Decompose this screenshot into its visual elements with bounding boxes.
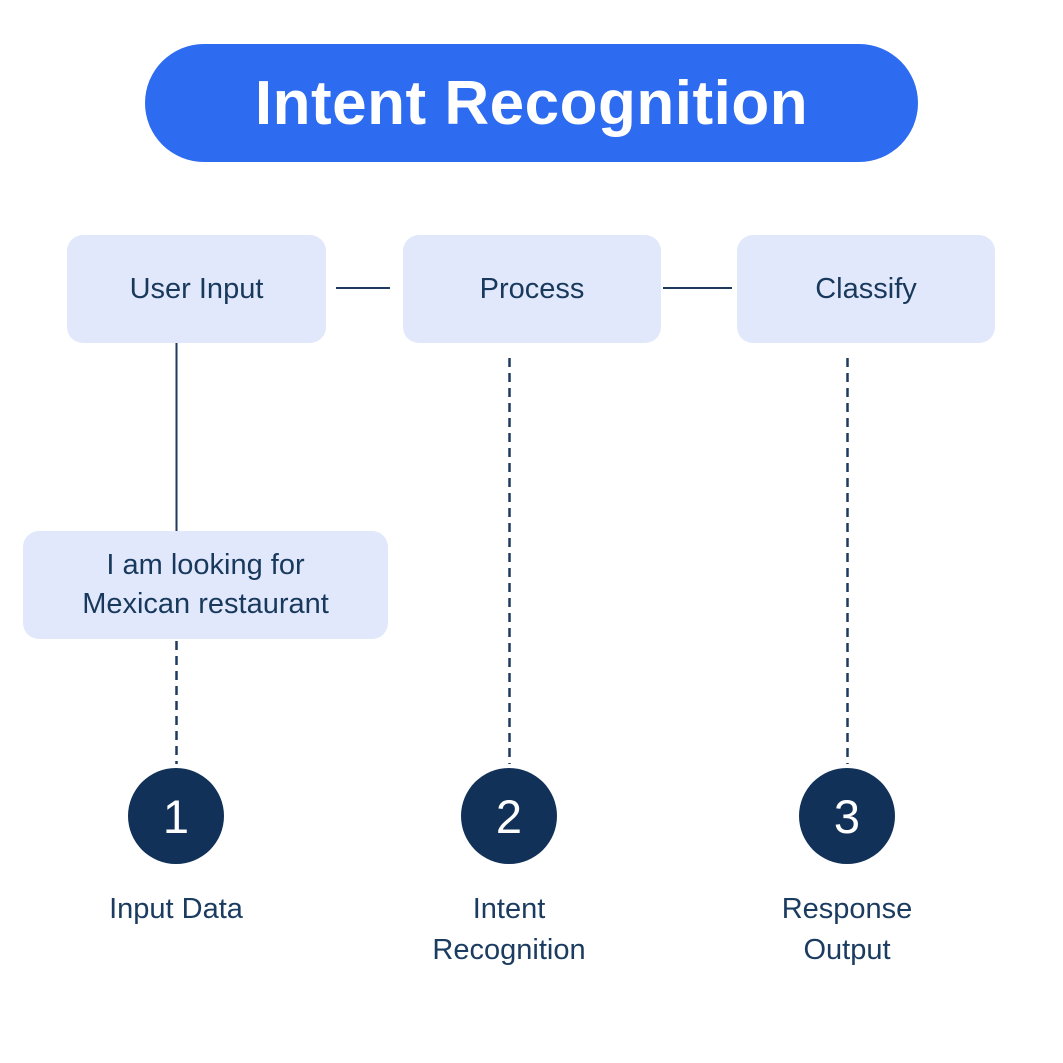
flow-box-user-input: User Input xyxy=(67,235,326,343)
step-label-input-data: Input Data xyxy=(109,893,243,925)
step-circle-2: 2 xyxy=(461,768,557,864)
step-circle-1: 1 xyxy=(128,768,224,864)
flow-box-process: Process xyxy=(403,235,661,343)
step-label-intent-recognition: Intent Recognition xyxy=(432,893,586,966)
flow-box-label: Classify xyxy=(815,272,917,305)
title-pill: Intent Recognition xyxy=(145,44,918,162)
step-number: 2 xyxy=(495,789,523,843)
flow-box-label: User Input xyxy=(129,272,264,305)
step-number: 1 xyxy=(162,789,190,843)
step-number: 3 xyxy=(833,789,861,843)
flow-box-classify: Classify xyxy=(737,235,995,343)
flow-box-label: Process xyxy=(479,272,585,305)
diagram-title: Intent Recognition xyxy=(254,68,809,138)
step-label-response-output: Response Output xyxy=(781,893,913,966)
example-message-text: I am looking for Mexican restaurant xyxy=(82,549,329,620)
step-circle-3: 3 xyxy=(799,768,895,864)
example-message-box: I am looking for Mexican restaurant xyxy=(23,531,388,639)
